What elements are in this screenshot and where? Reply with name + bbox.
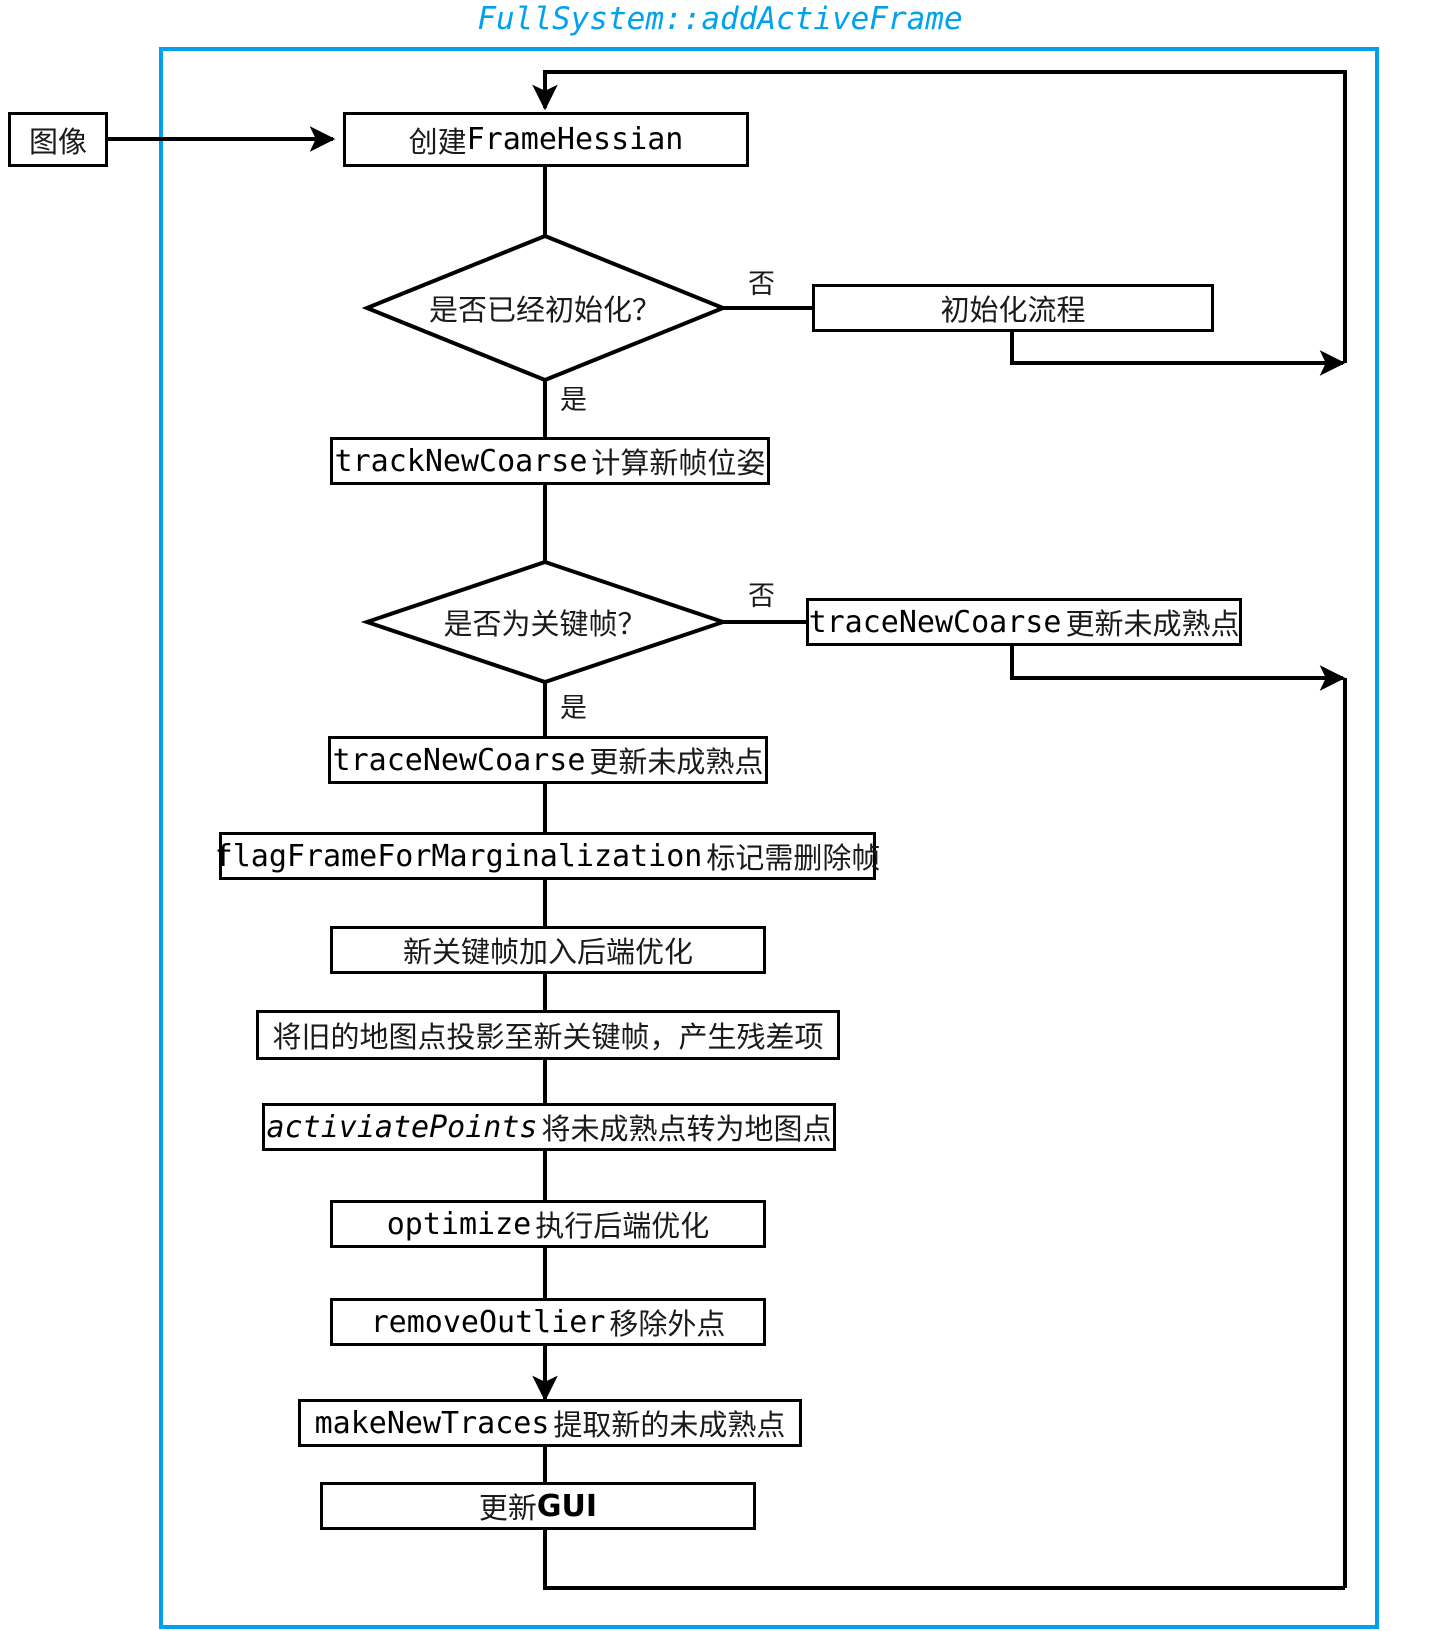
node-image-input[interactable]: 图像 xyxy=(8,112,108,167)
trace-new-coarse-yes-text: 更新未成熟点 xyxy=(589,745,764,779)
node-project-old-points[interactable]: 将旧的地图点投影至新关键帧，产生残差项 xyxy=(256,1010,840,1060)
init-process-label: 初始化流程 xyxy=(940,293,1086,327)
image-input-label: 图像 xyxy=(28,124,87,159)
page-title: FullSystem::addActiveFrame xyxy=(477,1,963,37)
edge-tracenc-return xyxy=(1010,646,1346,691)
optimize-text: 执行后端优化 xyxy=(535,1209,710,1243)
edge-loopback-top xyxy=(532,70,1347,363)
track-new-coarse-text: 计算新帧位姿 xyxy=(591,446,766,480)
edge-init-return xyxy=(1010,332,1346,376)
trace-new-coarse-no-code: traceNewCoarse xyxy=(808,604,1062,640)
make-new-traces-text: 提取新的未成熟点 xyxy=(553,1408,786,1442)
update-gui-text: GUI xyxy=(536,1488,598,1524)
container-border xyxy=(159,47,1379,1629)
activiate-points-code: activiatePoints xyxy=(266,1109,538,1145)
activiate-points-text: 将未成熟点转为地图点 xyxy=(541,1112,832,1146)
node-init-process[interactable]: 初始化流程 xyxy=(812,284,1214,332)
create-frame-hessian-cn: 创建 xyxy=(408,124,467,159)
create-frame-hessian-code: FrameHessian xyxy=(466,122,684,157)
edge-label-init-yes: 是 xyxy=(560,385,587,416)
flag-frame-code: flagFrameForMarginalization xyxy=(214,838,703,874)
project-old-points-label: 将旧的地图点投影至新关键帧，产生残差项 xyxy=(272,1020,824,1054)
track-new-coarse-code: trackNewCoarse xyxy=(334,443,588,479)
remove-outlier-code: removeOutlier xyxy=(370,1304,606,1340)
optimize-code: optimize xyxy=(386,1206,532,1242)
edge-label-init-no: 否 xyxy=(748,269,775,300)
trace-new-coarse-yes-code: traceNewCoarse xyxy=(332,742,586,778)
make-new-traces-code: makeNewTraces xyxy=(314,1405,550,1441)
trace-new-coarse-no-text: 更新未成熟点 xyxy=(1065,607,1240,641)
add-keyframe-label: 新关键帧加入后端优化 xyxy=(402,935,693,969)
diamond-is-keyframe xyxy=(360,559,730,685)
edge-label-keyframe-no: 否 xyxy=(748,581,775,612)
node-add-keyframe-to-backend[interactable]: 新关键帧加入后端优化 xyxy=(330,926,766,974)
flag-frame-text: 标记需删除帧 xyxy=(706,841,881,875)
remove-outlier-text: 移除外点 xyxy=(609,1307,726,1341)
diamond-is-initialized xyxy=(361,233,729,383)
edge-gui-return xyxy=(543,1530,1345,1590)
edge-label-keyframe-yes: 是 xyxy=(560,693,587,724)
update-gui-cn: 更新 xyxy=(478,1491,537,1525)
